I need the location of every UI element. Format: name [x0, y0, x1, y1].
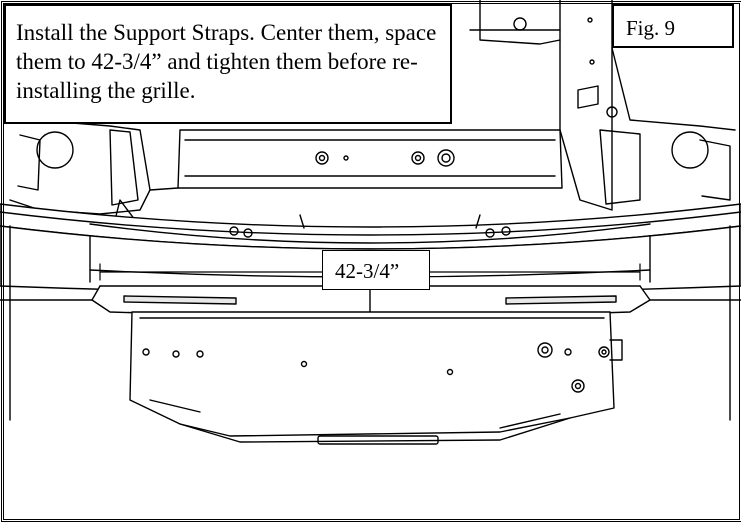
instruction-callout: Install the Support Straps. Center them,…: [4, 4, 452, 124]
instruction-text: Install the Support Straps. Center them,…: [16, 20, 437, 103]
skid-plate: [129, 311, 623, 445]
radiator-support: [177, 129, 563, 189]
figure-label-box: Fig. 9: [612, 4, 734, 48]
dimension-label-box: 42-3/4”: [322, 250, 430, 290]
bumper-upper: [0, 203, 741, 250]
figure-label: Fig. 9: [626, 16, 676, 40]
dimension-label: 42-3/4”: [335, 259, 400, 283]
dimension-line: [99, 263, 641, 281]
right-side-structure: [469, 0, 736, 211]
